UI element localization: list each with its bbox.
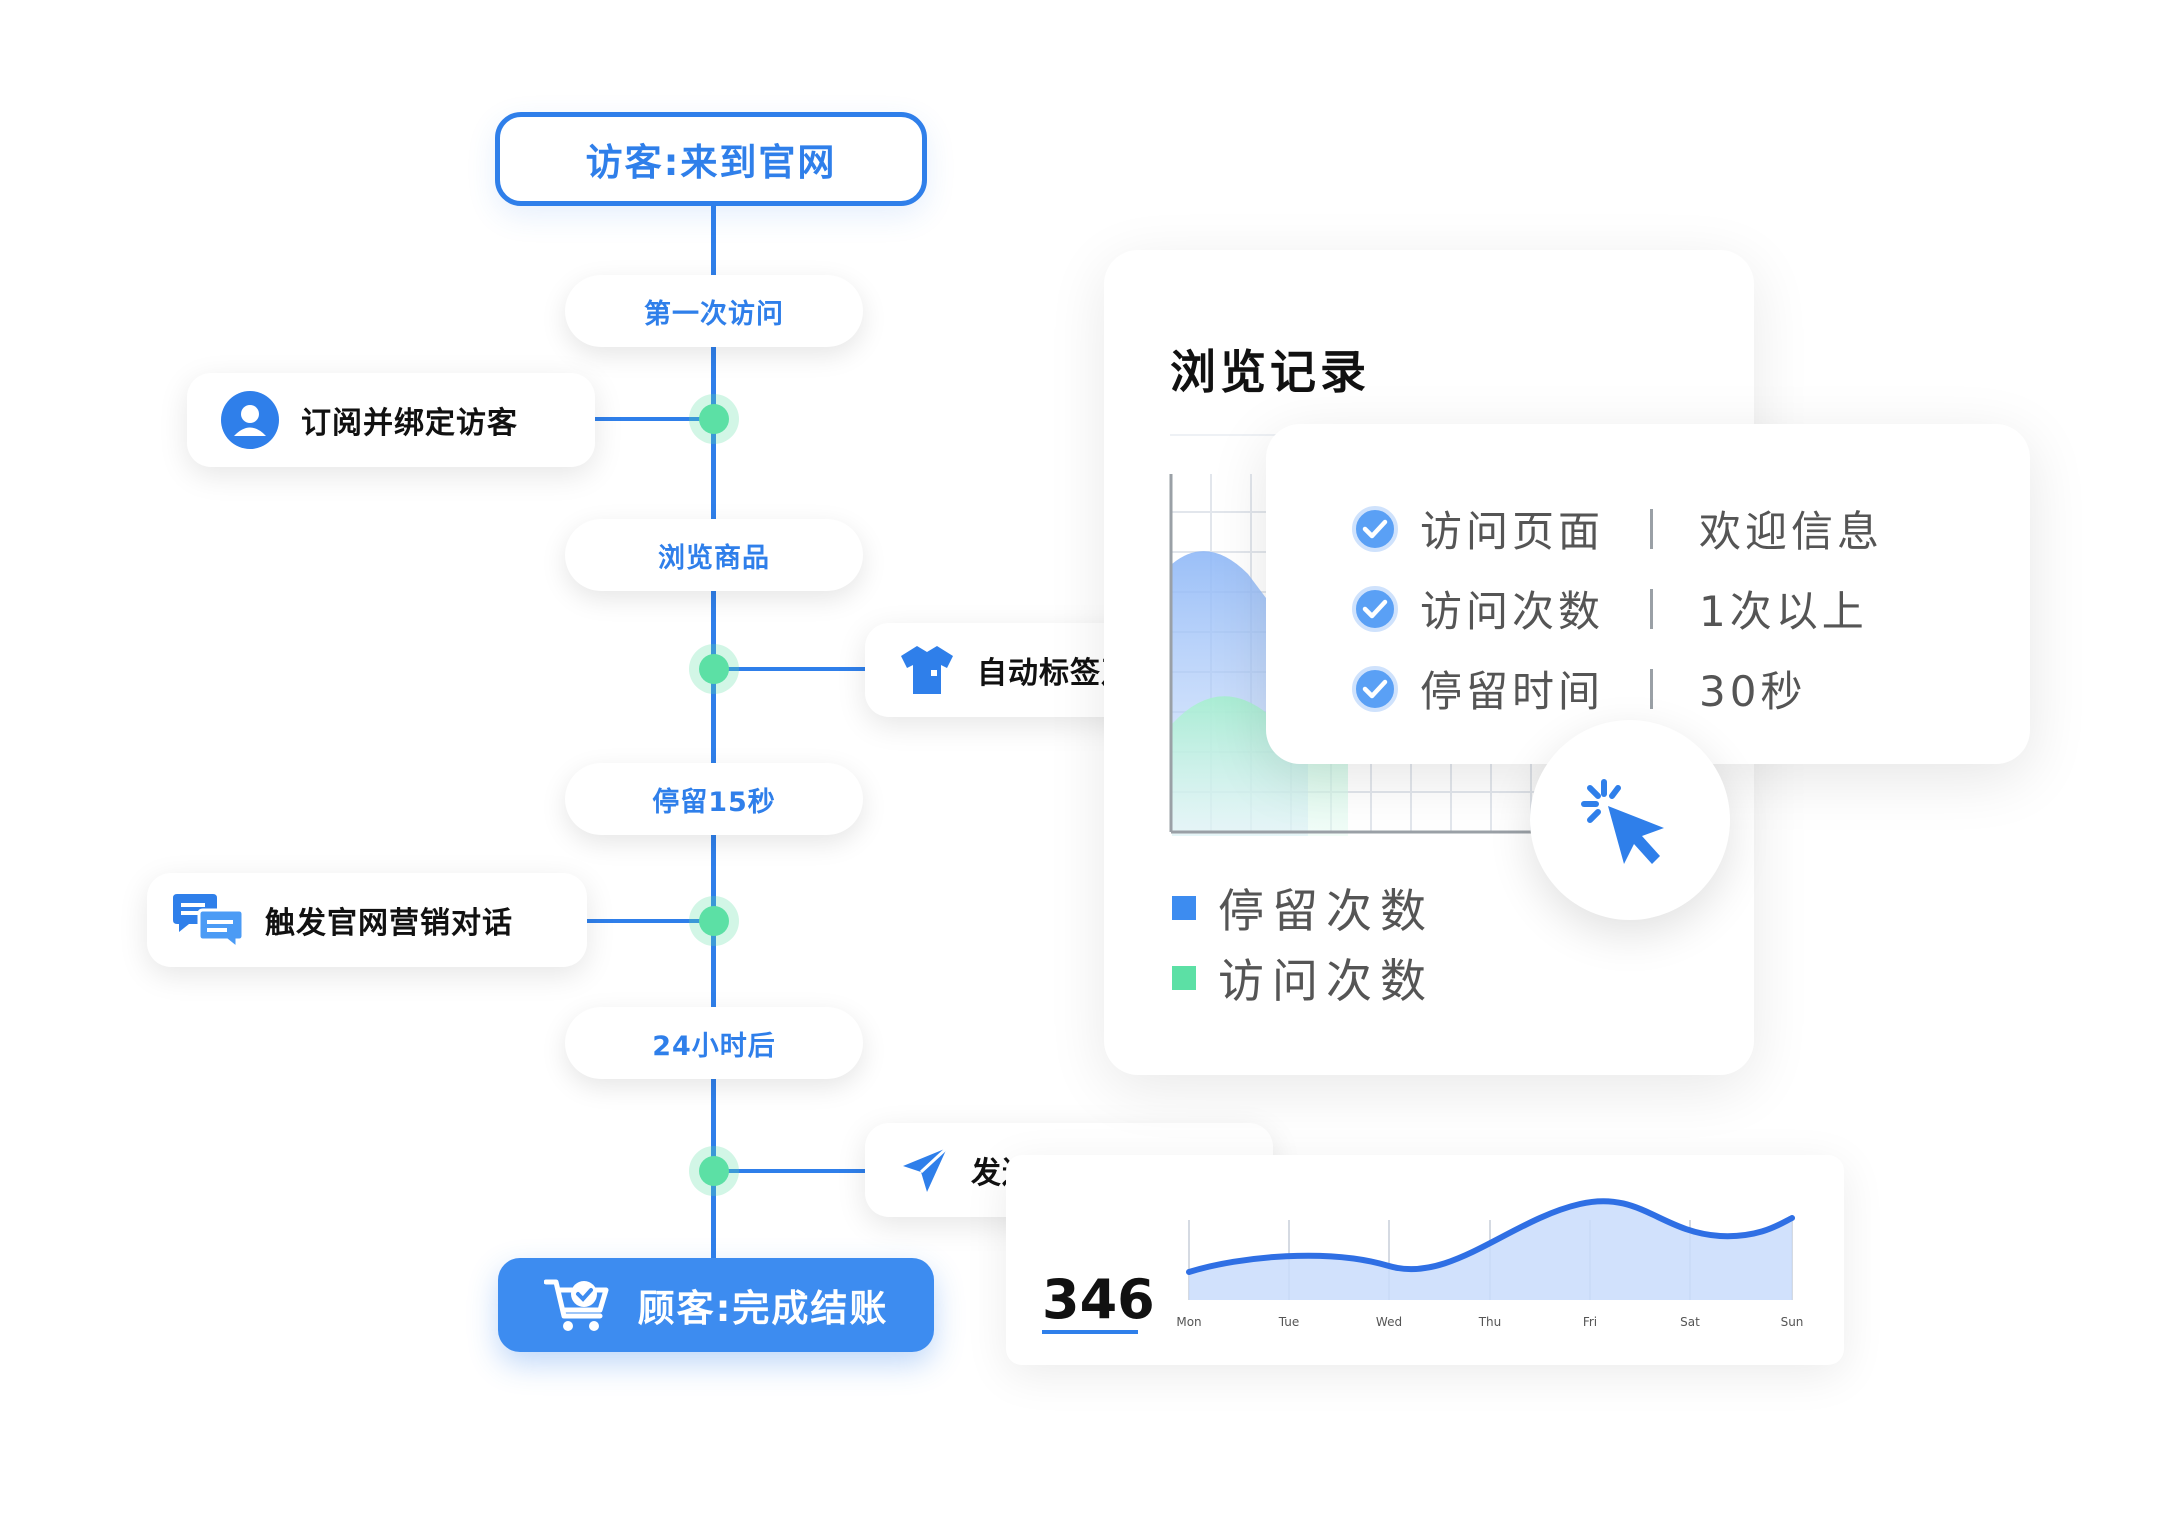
action-subscribe-label: 订阅并绑定访客 (301, 406, 518, 441)
day-label: Wed (1375, 1315, 1403, 1329)
send-icon (901, 1146, 949, 1194)
condition-stay-label: 停留时间 (1420, 667, 1605, 716)
start-visitor-box: 访客:来到官网 (495, 112, 927, 206)
separator (1650, 588, 1653, 629)
connector-trigger-chat (560, 919, 712, 923)
condition-page-value: 欢迎信息 (1699, 507, 1884, 556)
condition-visits-value: 1次以上 (1699, 587, 1868, 636)
step-first-visit-label: 第一次访问 (644, 298, 784, 330)
check-circle-icon (1352, 585, 1398, 632)
separator (1650, 668, 1653, 709)
separator (1650, 508, 1653, 549)
action-subscribe-card: 订阅并绑定访客 (187, 373, 595, 467)
timeline-line (711, 206, 716, 1261)
step-stay-15s-label: 停留15秒 (652, 786, 776, 818)
action-trigger-chat-card: 触发官网营销对话 (147, 873, 587, 967)
legend-stay-count-label: 停留次数 (1218, 884, 1434, 938)
cart-check-icon (543, 1276, 612, 1334)
step-first-visit: 第一次访问 (565, 275, 863, 347)
end-customer-label: 顾客:完成结账 (637, 1287, 889, 1330)
day-label: Thu (1478, 1315, 1502, 1329)
node-auto-tag (699, 654, 729, 684)
node-trigger-chat (699, 906, 729, 936)
click-cursor-bubble (1530, 720, 1730, 920)
browse-record-title: 浏览记录 (1170, 345, 1370, 399)
day-label: Fri (1582, 1315, 1598, 1329)
condition-row-stay: 停留时间 30秒 (1352, 658, 1806, 719)
legend-swatch-green (1172, 966, 1196, 990)
step-stay-15s: 停留15秒 (565, 763, 863, 835)
condition-visits-label: 访问次数 (1420, 587, 1605, 636)
day-label: Mon (1176, 1315, 1202, 1329)
day-label: Sun (1780, 1315, 1804, 1329)
step-browse-products-label: 浏览商品 (658, 542, 770, 574)
check-circle-icon (1352, 665, 1398, 712)
click-cursor-icon (1581, 779, 1664, 864)
step-browse-products: 浏览商品 (565, 519, 863, 591)
node-subscribe (699, 404, 729, 434)
day-label: Sat (1680, 1315, 1700, 1329)
legend-visit-count-label: 访问次数 (1218, 954, 1434, 1008)
condition-stay-value: 30秒 (1699, 667, 1807, 716)
condition-row-visits: 访问次数 1次以上 (1352, 578, 1868, 639)
condition-row-page: 访问页面 欢迎信息 (1352, 498, 1883, 559)
step-24h-later-label: 24小时后 (652, 1030, 776, 1062)
end-customer-box: 顾客:完成结账 (498, 1258, 934, 1352)
legend-stay-count: 停留次数 (1172, 875, 1434, 941)
user-icon (221, 391, 279, 449)
weekly-line-chart (1186, 1198, 1795, 1300)
day-label: Tue (1278, 1315, 1300, 1329)
tshirt-icon (899, 644, 955, 696)
weekly-total-underline (1042, 1330, 1138, 1334)
check-circle-icon (1352, 505, 1398, 552)
conditions-popup (1266, 424, 2030, 764)
connector-auto-tag (714, 667, 870, 671)
weekly-total: 346 (1042, 1268, 1155, 1331)
node-remarketing (699, 1156, 729, 1186)
connector-remarketing (714, 1169, 870, 1173)
condition-page-label: 访问页面 (1420, 507, 1605, 556)
chat-bubbles-icon (173, 890, 243, 950)
step-24h-later: 24小时后 (565, 1007, 863, 1079)
legend-swatch-blue (1172, 896, 1196, 920)
start-visitor-label: 访客:来到官网 (585, 141, 837, 184)
action-trigger-chat-label: 触发官网营销对话 (265, 906, 513, 941)
legend-visit-count: 访问次数 (1172, 945, 1434, 1011)
connector-subscribe (560, 417, 712, 421)
